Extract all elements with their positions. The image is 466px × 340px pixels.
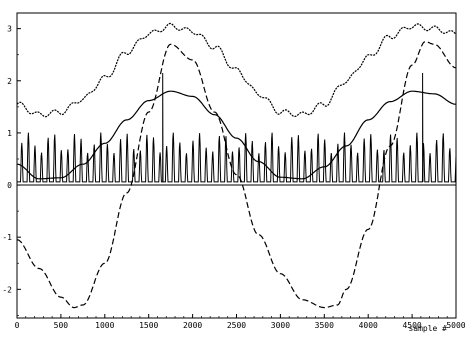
series-line-dotted-wavy [16, 22, 457, 118]
series-layer [16, 22, 457, 309]
x-tick-label: 5000 [446, 321, 465, 330]
plot-frame [16, 12, 457, 319]
y-tick-label: 3 [7, 25, 12, 34]
x-tick-label: 2000 [183, 321, 202, 330]
series-spiky-line [17, 72, 457, 183]
series-line-dashed [16, 41, 456, 309]
x-tick-label: 1500 [139, 321, 158, 330]
x-tick-label: 4500 [402, 321, 421, 330]
x-tick-label: 1000 [95, 321, 114, 330]
x-tick-label: 3500 [315, 321, 334, 330]
y-tick-label: -1 [2, 233, 12, 242]
x-tick-label: 500 [54, 321, 69, 330]
ticks: 0 500 1000 1500 2000 2500 3000 3500 4000 4500 5000… [2, 25, 465, 330]
y-tick-label: 1 [7, 129, 12, 138]
x-tick-label: 4000 [359, 321, 378, 330]
y-tick-label: -2 [2, 285, 12, 294]
x-tick-label: 3000 [271, 321, 290, 330]
x-tick-label: 0 [15, 321, 20, 330]
x-tick-label: 2500 [227, 321, 246, 330]
y-tick-label: 0 [7, 181, 12, 190]
y-tick-label: 2 [7, 77, 12, 86]
series-line-solid [16, 90, 456, 180]
x-axis-title: sample # [408, 324, 447, 333]
